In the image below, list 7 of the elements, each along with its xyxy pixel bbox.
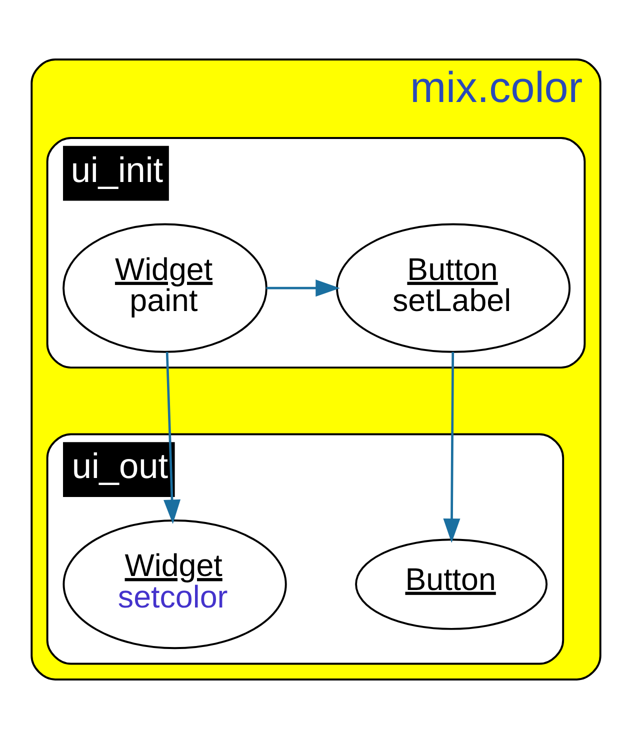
- arrow: [164, 352, 181, 524]
- node-ellipse: Button setLabel: [336, 223, 571, 353]
- node-ellipse: Widget setcolor: [62, 519, 287, 650]
- arrow: [266, 280, 340, 297]
- node-ellipse: Button: [355, 538, 548, 630]
- arrow: [443, 352, 460, 543]
- node-ellipse: Widget paint: [62, 223, 268, 353]
